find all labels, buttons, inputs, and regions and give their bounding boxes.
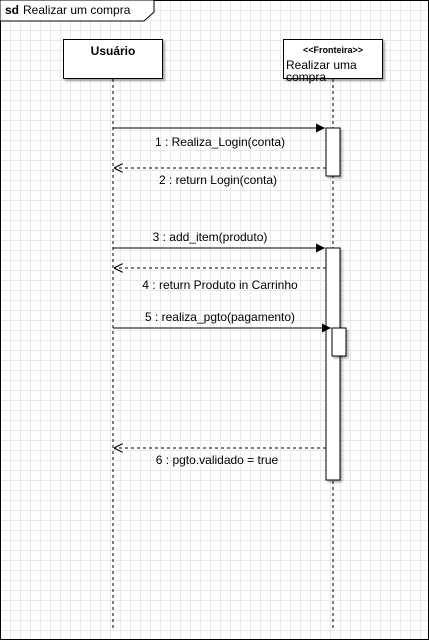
message-6-label: 6 : pgto.validado = true (156, 453, 279, 467)
message-1-label: 1 : Realiza_Login(conta) (155, 135, 285, 149)
boundary-name: Realizar uma compra (286, 58, 357, 84)
boundary-lifeline-head[interactable]: <<Fronteira>> Realizar uma compra (283, 39, 383, 83)
message-5-label: 5 : realiza_pgto(pagamento) (145, 310, 295, 324)
message-4-label: 4 : return Produto in Carrinho (142, 278, 298, 292)
message-2-label: 2 : return Login(conta) (159, 173, 277, 187)
activation-bar-payment (331, 327, 347, 357)
frame-keyword: sd (5, 3, 20, 17)
activation-bar-purchase (325, 247, 341, 481)
actor-name: Usuário (90, 44, 136, 58)
boundary-stereotype: <<Fronteira>> (302, 45, 364, 55)
actor-lifeline-head[interactable]: Usuário (63, 39, 163, 79)
frame-label-tab (0, 0, 155, 22)
message-3-label: 3 : add_item(produto) (153, 230, 268, 244)
frame-name: Realizar um compra (23, 3, 131, 17)
activation-bar-login (325, 127, 341, 177)
